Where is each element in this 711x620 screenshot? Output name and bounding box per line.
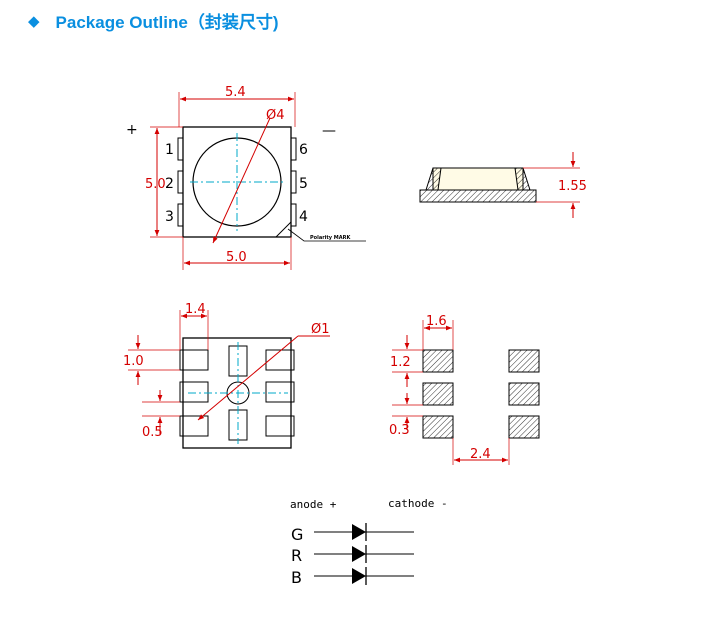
footprint-pad: [508, 349, 540, 373]
minus-label: —: [322, 123, 336, 139]
footprint-pitch-label: 2.4: [470, 447, 491, 462]
diode-row-g: G: [291, 523, 414, 544]
bottom-body: [182, 337, 292, 449]
lens-diameter-label: Ø4: [266, 108, 285, 123]
pin-label: 2: [165, 176, 174, 192]
pin-label: 3: [165, 209, 174, 225]
footprint-pad-gap-label: 0.3: [389, 423, 410, 438]
plus-label: +: [126, 122, 138, 138]
pin-label: 1: [165, 142, 174, 158]
side-lens: [432, 167, 524, 191]
pin-tab: [290, 170, 297, 194]
channel-label: R: [291, 546, 302, 565]
diameter-leader: [212, 117, 271, 244]
hole-leader: [197, 335, 299, 421]
hole-diameter-label: Ø1: [311, 322, 330, 337]
diamond-icon: ◆: [28, 11, 40, 30]
pin-tab: [290, 203, 297, 227]
polarity-mark-label: Polarity MARK: [310, 235, 351, 241]
side-wall-right: [514, 167, 531, 191]
bottom-pad: [265, 349, 295, 371]
side-height-label: 1.55: [558, 179, 587, 194]
bottom-pad: [265, 381, 295, 403]
channel-label: G: [291, 525, 303, 544]
dim-height-label: 5.0: [145, 177, 166, 192]
section-title: Package Outline（封装尺寸): [55, 13, 279, 32]
top-view: 5.4 5.0 5.0 Ø4 + — 1 2 3 6 5 4 Polarity …: [126, 85, 366, 270]
side-base: [419, 189, 537, 203]
footprint-pad: [508, 382, 540, 406]
pin-tab: [177, 203, 184, 227]
bottom-pad: [179, 381, 209, 403]
footprint-view: 1.6 1.2 0.3 2.4: [389, 314, 540, 465]
footprint-pad-height-label: 1.2: [390, 355, 411, 370]
pin-tab: [290, 137, 297, 161]
diode-icon: [352, 524, 366, 540]
polarity-leader: [287, 228, 366, 242]
bottom-pad: [179, 415, 209, 437]
footprint-pad-width-label: 1.6: [426, 314, 447, 329]
channel-label: B: [291, 568, 302, 587]
pin-tab: [177, 137, 184, 161]
footprint-pad: [422, 415, 454, 439]
pin-label: 5: [299, 176, 308, 192]
bottom-pad-width-label: 1.4: [185, 302, 206, 317]
section-header: ◆ Package Outline（封装尺寸): [28, 8, 278, 33]
side-wall-left: [425, 167, 442, 191]
pin-tab: [177, 170, 184, 194]
bottom-view: 1.4 1.0 0.5 Ø1: [123, 302, 330, 449]
bottom-pad-gap-label: 0.5: [142, 425, 163, 440]
bottom-pad: [179, 349, 209, 371]
dim-width-label: 5.4: [225, 85, 246, 100]
polarity-chamfer: [275, 221, 292, 238]
diode-icon: [352, 568, 366, 584]
pin-label: 6: [299, 142, 308, 158]
side-view: 1.55: [419, 152, 587, 218]
bottom-pad: [265, 415, 295, 437]
footprint-pad: [508, 415, 540, 439]
pin-label: 4: [299, 209, 308, 225]
dim-bottom-width-label: 5.0: [226, 250, 247, 265]
diode-row-b: B: [291, 567, 414, 587]
diode-row-r: R: [291, 545, 414, 565]
footprint-pad: [422, 349, 454, 373]
cathode-label: cathode -: [388, 497, 448, 510]
footprint-pad: [422, 382, 454, 406]
bottom-pad-height-label: 1.0: [123, 354, 144, 369]
schematic: anode + cathode - G R B: [290, 497, 448, 587]
anode-label: anode +: [290, 498, 337, 511]
diode-icon: [352, 546, 366, 562]
